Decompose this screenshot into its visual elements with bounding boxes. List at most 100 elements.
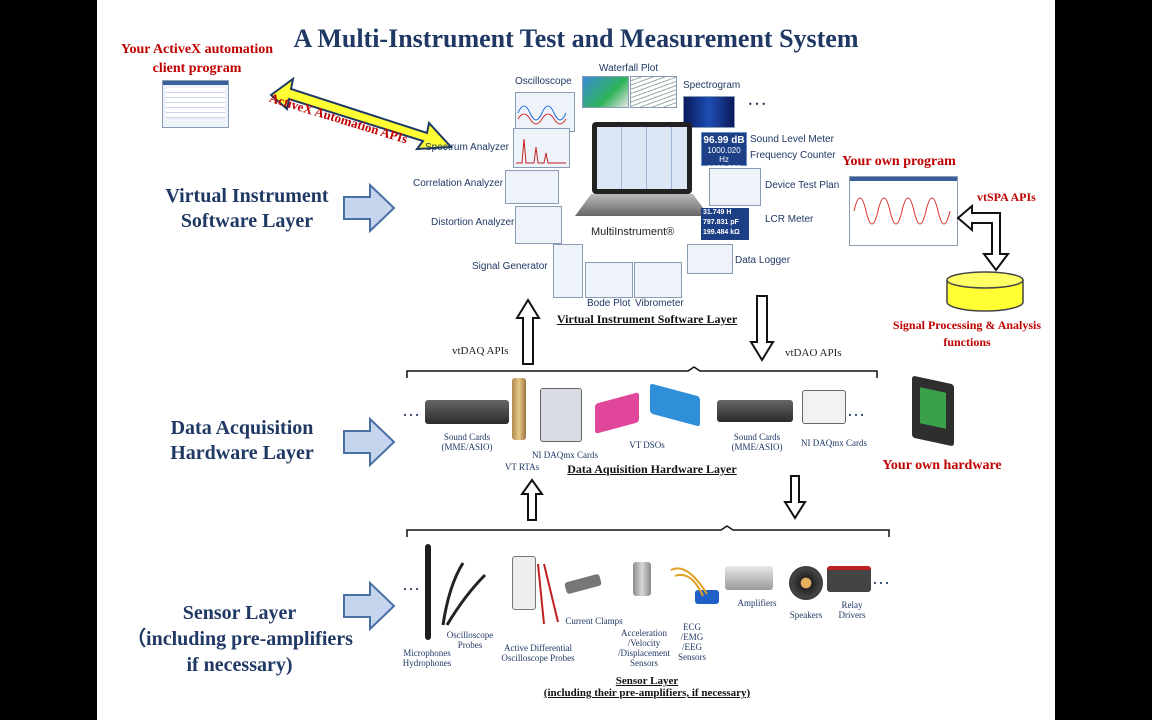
vtdao-down-arrow — [749, 295, 775, 362]
oscilloscope-probes-label-line2: Probes — [457, 640, 483, 650]
vtdao-label: vtDAO APIs — [785, 347, 842, 359]
vt-dso-blue-device — [650, 383, 700, 427]
sensor-layer-caption-line1: Sensor Layer — [615, 675, 679, 687]
sound-level-meter-label: Sound Level Meter — [750, 134, 834, 145]
data-logger-label: Data Logger — [735, 255, 791, 266]
probe-leads — [537, 563, 559, 625]
microphone-device — [425, 544, 431, 640]
amplifier-device — [725, 566, 773, 590]
own-hardware-device — [912, 375, 954, 447]
vibrometer-label: Vibrometer — [635, 298, 684, 309]
sound-cards-label-line2: (MME/ASIO) — [441, 442, 493, 452]
oscilloscope-thumbnail — [515, 92, 575, 132]
bode-plot-thumbnail — [585, 262, 633, 298]
device-test-plan-label: Device Test Plan — [765, 180, 840, 191]
activex-double-arrow — [269, 76, 454, 151]
sound-card-device — [425, 400, 509, 424]
relay-drivers-label: Relay Drivers — [832, 600, 872, 620]
relay-driver-device — [827, 566, 871, 592]
accelerometer-device — [633, 562, 651, 596]
ecg-label-line3: /EEG — [682, 642, 702, 652]
relay-label-line2: Drivers — [838, 610, 866, 620]
daq-layer-caption: Data Aquisition Hardware Layer — [567, 462, 737, 476]
active-differential-label-line1: Active Differential — [503, 643, 573, 653]
laptop-keyboard — [575, 194, 709, 216]
vtdaq-label: vtDAQ APIs — [452, 345, 509, 357]
sound-cards-label-2: Sound Cards (MME/ASIO) — [717, 432, 797, 452]
sensor-ellipsis-right: … — [872, 568, 890, 588]
oscilloscope-label: Oscilloscope — [515, 76, 572, 87]
acceleration-label-line1: Acceleration — [621, 628, 667, 638]
daq-ellipsis-left: … — [402, 400, 420, 420]
acceleration-label-line4: Sensors — [629, 658, 658, 668]
spectrum-analyzer-label: Spectrum Analyzer — [425, 142, 509, 153]
lcr-meter-display: 31.749 H 797.831 pF 199.484 kΩ — [701, 208, 749, 240]
frequency-value-1: 1000.020 Hz — [707, 146, 741, 164]
ecg-leads — [670, 567, 708, 597]
signal-generator-thumbnail — [553, 244, 583, 298]
activex-client-thumbnail — [162, 80, 229, 128]
sensor-ellipsis-left: … — [402, 574, 420, 594]
waterfall-thumbnail-color — [582, 76, 629, 108]
spectrogram-label: Spectrogram — [683, 80, 741, 91]
daq-to-sensor-down-arrow — [783, 475, 807, 520]
software-layer-title: Virtual Instrument Software Layer — [165, 185, 329, 232]
vt-rtas-label: VT RTAs — [504, 462, 540, 472]
sensor-layer-arrow — [343, 581, 396, 631]
sensor-layer-title-line1: Sensor Layer — [182, 602, 297, 624]
sensor-to-daq-up-arrow — [520, 478, 544, 521]
laptop-screen — [592, 122, 692, 194]
sound-cards-2-label-line1: Sound Cards — [733, 432, 781, 442]
speakers-label: Speakers — [789, 610, 823, 620]
daq-layer-title: Data Acquisition Hardware Layer — [170, 417, 314, 464]
current-clamps-label: Current Clamps — [565, 616, 623, 626]
daq-layer-arrow — [343, 417, 396, 467]
sound-cards-2-label-line2: (MME/ASIO) — [731, 442, 783, 452]
ni-daqmx-device — [540, 388, 582, 442]
active-differential-label-line2: Oscilloscope Probes — [501, 653, 575, 663]
own-hardware-label: Your own hardware — [882, 458, 1002, 473]
ni-daqmx-label: NI DAQmx Cards — [532, 450, 598, 460]
amplifiers-label: Amplifiers — [737, 598, 777, 608]
waterfall-label: Waterfall Plot — [599, 63, 659, 74]
sensor-layer-title-line2: （including pre-amplifiers — [126, 628, 353, 650]
acceleration-sensors-label: Acceleration /Velocity /Displacement Sen… — [612, 628, 676, 668]
waterfall-thumbnail-mono — [630, 76, 677, 108]
vibrometer-thumbnail — [634, 262, 682, 298]
vt-dso-pink-device — [595, 392, 639, 434]
frequency-counter-label: Frequency Counter — [750, 150, 836, 161]
sound-level-value: 96.99 dB — [703, 135, 745, 146]
microphones-label-line2: Hydrophones — [402, 658, 452, 668]
own-program-label: Your own program — [842, 154, 956, 169]
sensor-layer-title: Sensor Layer （including pre-amplifiers i… — [117, 600, 362, 678]
slide-title: A Multi-Instrument Test and Measurement … — [293, 24, 859, 53]
oscilloscope-probes-label-line1: Oscilloscope — [446, 630, 494, 640]
speaker-device — [789, 566, 823, 600]
sensor-brace — [406, 525, 890, 537]
ecg-sensors-label: ECG /EMG /EEG Sensors — [672, 622, 712, 662]
microphones-label-line1: Microphones — [403, 648, 451, 658]
own-program-thumbnail — [849, 176, 958, 246]
spectrogram-thumbnail — [683, 96, 735, 128]
slide: A Multi-Instrument Test and Measurement … — [97, 0, 1055, 720]
lcr-meter-label: LCR Meter — [765, 214, 814, 225]
signal-generator-label: Signal Generator — [472, 261, 548, 272]
vt-dsos-label: VT DSOs — [629, 440, 665, 450]
oscilloscope-probe-device — [441, 562, 487, 626]
spectrum-analyzer-thumbnail — [513, 128, 570, 168]
sensor-layer-caption: Sensor Layer (including their pre-amplif… — [497, 675, 797, 699]
sensor-layer-title-line3: if necessary) — [186, 654, 293, 676]
vtdaq-up-arrow — [515, 298, 541, 365]
ecg-label-line4: Sensors — [677, 652, 706, 662]
multiinstrument-brand: MultiInstrument® — [591, 226, 675, 238]
signal-processing-label: Signal Processing & Analysis functions — [892, 318, 1042, 349]
sensor-layer-caption-line2: (including their pre-amplifiers, if nece… — [543, 687, 751, 699]
daq-ellipsis-right: … — [847, 400, 865, 420]
instruments-ellipsis: … — [747, 88, 767, 110]
activex-client-label: Your ActiveX automation client program — [120, 42, 274, 76]
vt-rta-device — [512, 378, 526, 440]
correlation-analyzer-thumbnail — [505, 170, 559, 204]
signal-processing-cylinder — [946, 271, 1024, 312]
correlation-analyzer-label: Correlation Analyzer — [413, 178, 504, 189]
device-test-plan-thumbnail — [709, 168, 761, 206]
